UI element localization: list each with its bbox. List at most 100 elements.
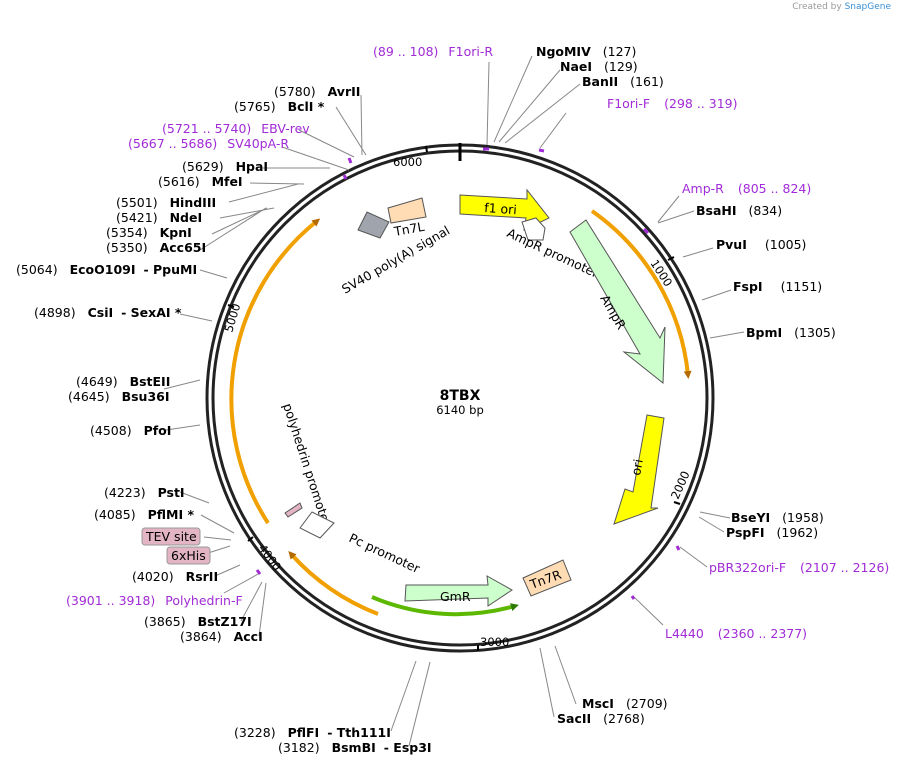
feature-ampr-promoter [521,217,546,241]
ori-label: ori [628,458,646,477]
pflfi-alt: - Tth111I [327,725,391,740]
ebv-rev-range: (5721 .. 5740) [162,121,251,136]
orf-arcs [229,209,692,617]
bsahi-name: BsaHI [696,203,737,218]
psti-name: PstI [158,485,185,500]
f1ori-r-name: F1ori-R [448,44,493,59]
bsmbi-name: BsmBI [332,740,376,755]
amp-r-name: Amp-R [682,181,724,196]
svg-text:L4440(2360 .. 2377): L4440 (2360 .. 2377) [665,626,807,641]
ndei-pos: (5421) [116,210,158,225]
feature-tn7r [522,559,572,597]
feature-ori [613,414,665,525]
pflfi-name: PflFI [288,725,320,740]
svg-text:(3228)PflFI- Tth111I: (3228) PflFI - Tth111I [234,725,391,740]
l4440-name: L4440 [665,626,704,641]
tev-site-box [141,527,201,546]
pspfi-pos: (1962) [777,525,819,540]
primer-marks [255,147,681,600]
ecoo109i-pos: (5064) [16,262,58,277]
svg-text:BanII(161): BanII (161) [582,74,664,89]
svg-text:(5765)BclI *: (5765)BclI * [234,99,325,114]
primers: (89 .. 108)F1ori-R F1ori-F(298 .. 319) A… [66,44,889,641]
pbr322-range: (2107 .. 2126) [800,560,889,575]
ngomiv-name: NgoMIV [536,44,591,59]
acci-pos: (3864) [180,629,222,644]
ebv-rev-name: EBV-rev [261,121,310,136]
hindiii-pos: (5501) [116,195,158,210]
svg-text:(5421)NdeI: (5421) NdeI [116,210,202,225]
msci-name: MscI [582,696,614,711]
sites-left: (3228)PflFI- Tth111I (3182)BsmBI- Esp3I … [16,84,432,755]
svg-text:(5501)HindIII: (5501)HindIII [116,195,216,210]
feature-tn7l [387,197,427,224]
pflmi-name: PflMI * [148,507,195,522]
sacii-pos: (2768) [603,711,645,726]
pflfi-pos: (3228) [234,725,276,740]
rsrii-name: RsrII [186,569,219,584]
svg-text:BsaHI(834): BsaHI(834) [696,203,782,218]
tick-3000: 3000 [480,635,509,649]
sv40pa-r-range: (5667 .. 5686) [128,136,217,151]
bpmi-name: BpmI [746,325,782,340]
acci-name: AccI [234,629,263,644]
ndei-name: NdeI [170,210,203,225]
sacii-name: SacII [557,711,591,726]
svg-text:(3901 .. 3918)Polyhedrin-F: (3901 .. 3918)Polyhedrin-F [66,593,243,608]
svg-text:SacII(2768): SacII (2768) [557,711,645,726]
svg-text:NaeI(129): NaeI(129) [560,59,638,74]
ecoo109i-alt: - PpuMI [143,262,197,277]
svg-text:(3864)AccI: (3864) AccI [180,629,263,644]
pfoi-pos: (4508) [90,423,132,438]
avrii-name: AvrII [328,84,361,99]
bsu36i-name: Bsu36I [122,389,170,404]
gmr-label: GmR [440,589,471,604]
bcli-pos: (5765) [234,99,276,114]
tick-2000: 2000 [668,469,693,501]
plasmid-name: 8TBX [440,388,481,404]
svg-text:(5350)Acc65I: (5350)Acc65I [106,240,206,255]
svg-text:(5629)HpaI: (5629)HpaI [182,159,268,174]
svg-text:(4020)RsrII: (4020)RsrII [132,569,218,584]
hpai-name: HpaI [236,159,269,174]
orf-arc-polyhedrin [288,551,379,616]
plasmid-size: 6140 bp [436,403,484,417]
svg-text:F1ori-F(298 .. 319): F1ori-F (298 .. 319) [607,96,737,111]
pflmi-pos: (4085) [94,507,136,522]
banii-name: BanII [582,74,618,89]
svg-text:(5616)MfeI: (5616)MfeI [158,174,243,189]
tag-boxes: TEV site 6xHis [141,527,211,565]
pvui-name: PvuI [716,237,747,252]
banii-pos: (161) [630,74,664,89]
feature-tag-marker [284,502,303,518]
ngomiv-pos: (127) [603,44,637,59]
snapgene-credit: Created by SnapGene [792,2,891,12]
f1ori-f-name: F1ori-F [607,96,650,111]
bstz17i-pos: (3865) [144,614,186,629]
svg-text:BpmI(1305): BpmI(1305) [746,325,836,340]
feature-sv40-polya [357,211,390,239]
svg-text:FspI(1151): FspI(1151) [733,279,822,294]
acc65i-pos: (5350) [106,240,148,255]
tn7l-label: Tn7L [392,219,426,239]
bseyi-name: BseYI [731,510,770,525]
f1ori-f-range: (298 .. 319) [664,96,737,111]
kpni-name: KpnI [160,225,192,240]
svg-text:Amp-R(805 .. 824): Amp-R (805 .. 824) [682,181,811,196]
feature-gmr [404,575,513,607]
svg-text:(4085)PflMI *: (4085) PflMI * [94,507,194,522]
svg-text:(3182)BsmBI- Esp3I: (3182)BsmBI- Esp3I [278,740,432,755]
bsteii-pos: (4649) [76,374,118,389]
svg-text:(4223)PstI: (4223)PstI [104,485,185,500]
svg-text:MscI(2709): MscI(2709) [582,696,668,711]
svg-text:(3865)BstZ17I: (3865)BstZ17I [144,614,252,629]
svg-text:NgoMIV(127): NgoMIV (127) [536,44,636,59]
bsmbi-alt: - Esp3I [384,740,432,755]
amp-r-range: (805 .. 824) [738,181,811,196]
orf-arc-gmr [371,595,519,617]
naei-pos: (129) [604,59,638,74]
ecoo109i-name: EcoO109I [70,262,136,277]
l4440-range: (2360 .. 2377) [718,626,807,641]
svg-text:BseYI(1958): BseYI(1958) [731,510,824,525]
